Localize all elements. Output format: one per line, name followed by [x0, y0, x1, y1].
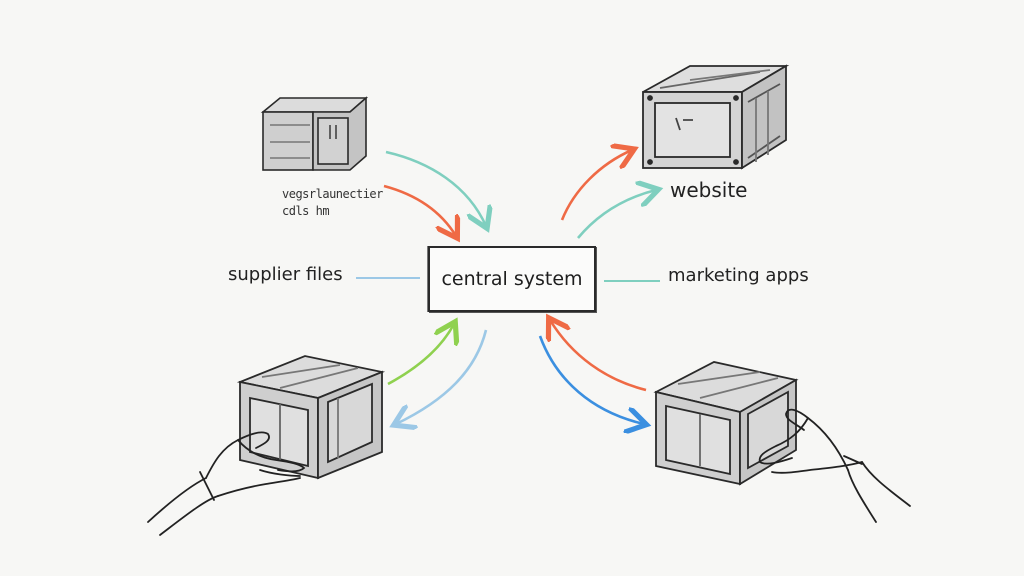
hand-icon: [758, 408, 911, 523]
supplier-files-label: supplier files: [228, 264, 343, 285]
arrow-teal-out: [577, 190, 656, 239]
crate-icon: [236, 355, 386, 480]
hand-icon: [147, 431, 306, 536]
arrow-orange-out: [560, 150, 632, 221]
crate-icon: [260, 96, 369, 171]
arrow-lightblue-out: [396, 329, 488, 424]
arrow-orange-in-bottom: [550, 320, 647, 392]
crate-icon: [653, 361, 799, 486]
handwritten-note: vegsrlaunectier cdls hm: [282, 187, 383, 218]
arrow-orange-in: [383, 184, 456, 236]
arrow-green-in: [387, 324, 454, 386]
arrow-teal-in: [385, 150, 486, 226]
website-label: website: [670, 178, 748, 202]
arrow-blue-out: [538, 335, 644, 424]
central-system-box: central system: [428, 246, 596, 312]
crate-icon: [642, 64, 790, 170]
central-system-label: central system: [441, 268, 583, 290]
marketing-apps-label: marketing apps: [668, 265, 809, 286]
